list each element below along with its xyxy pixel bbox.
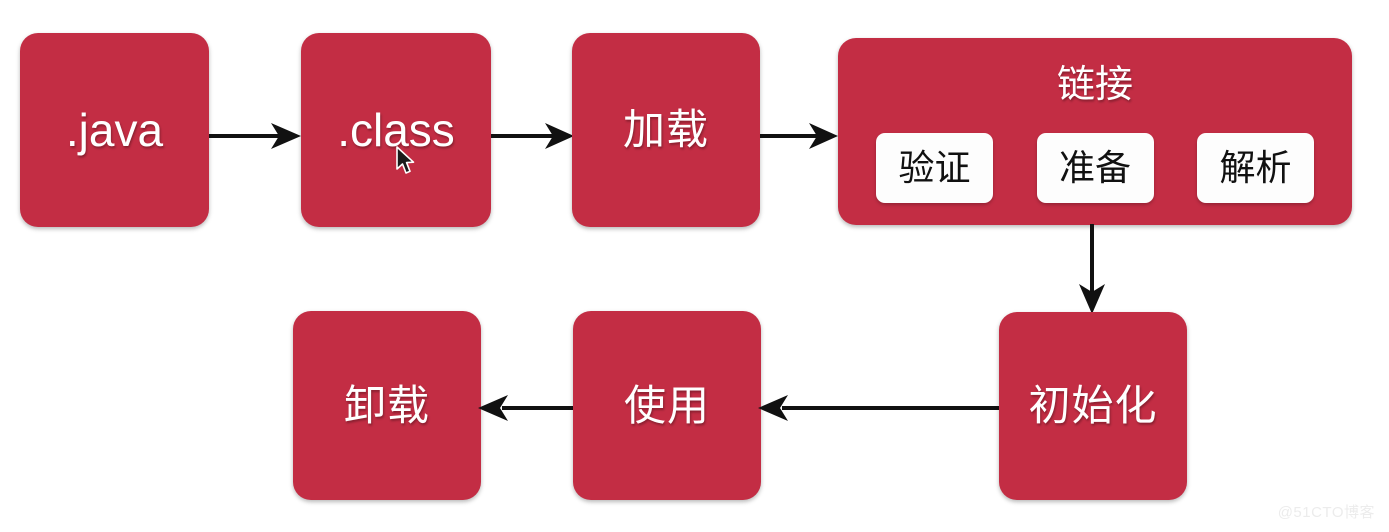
node-load-label: 加载 [622,106,709,153]
node-class[interactable]: .class [301,33,491,227]
node-class-label: .class [337,104,455,156]
node-init-label: 初始化 [1028,382,1158,429]
arrow-java-to-class [209,123,301,149]
node-verify-label: 验证 [898,147,971,188]
node-prepare[interactable]: 准备 [1036,133,1154,203]
node-resolve-label: 解析 [1219,147,1292,188]
node-verify[interactable]: 验证 [876,133,993,203]
arrow-use-to-unload [478,395,576,421]
node-use-label: 使用 [623,381,710,429]
node-java-label: .java [65,104,164,156]
node-java[interactable]: .java [20,33,209,227]
arrow-class-to-load [491,123,574,149]
node-unload[interactable]: 卸载 [293,311,481,500]
node-link-group[interactable]: 链接 验证 准备 解析 [838,38,1352,225]
node-use[interactable]: 使用 [573,311,761,500]
node-link-group-children: 验证 准备 解析 [876,133,1314,203]
arrow-link-to-init [1079,224,1105,314]
watermark: @51CTO博客 [1277,504,1375,521]
node-link-group-title: 链接 [1056,64,1133,106]
arrow-load-to-link [760,123,838,149]
node-init[interactable]: 初始化 [999,312,1187,500]
node-resolve[interactable]: 解析 [1197,133,1314,203]
node-unload-label: 卸载 [343,381,430,429]
node-prepare-label: 准备 [1058,147,1131,188]
node-load[interactable]: 加载 [572,33,760,227]
arrow-init-to-use [758,395,1002,421]
